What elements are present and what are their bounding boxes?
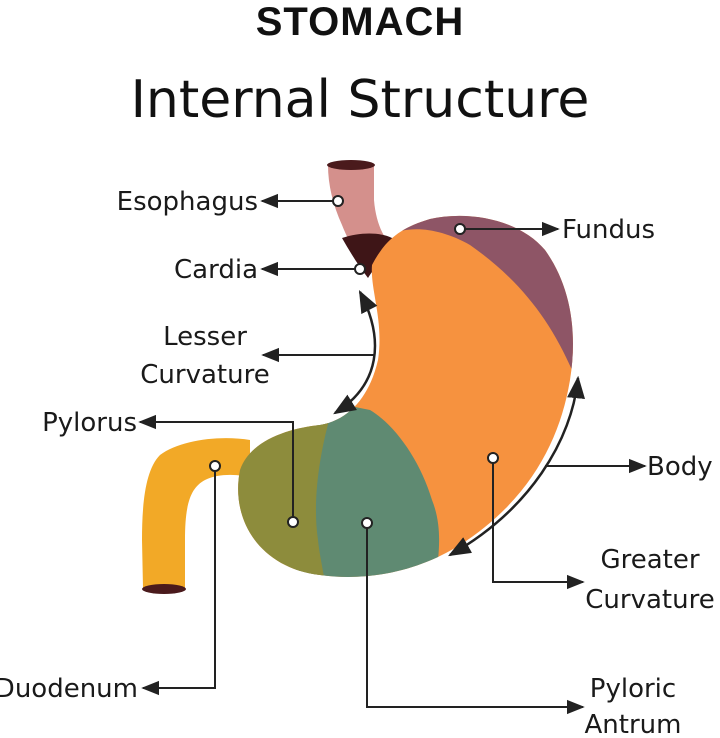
label-pyloric-antrum-1: Pyloric [590, 674, 676, 704]
label-pyloric-antrum-2: Antrum [585, 710, 682, 738]
antrum-region [290, 400, 440, 577]
lesser-curvature-arrow [333, 290, 378, 415]
label-greater-curvature-1: Greater [600, 545, 699, 575]
label-body: Body [647, 452, 713, 482]
pylorus-dot [287, 516, 299, 528]
pylorus-leader [138, 414, 294, 522]
diagram-subtitle: Internal Structure [130, 70, 590, 130]
pylorus-region [238, 400, 332, 577]
label-esophagus: Esophagus [117, 187, 258, 217]
label-greater-curvature-2: Curvature [585, 585, 714, 615]
label-cardia: Cardia [174, 255, 258, 285]
esophagus-opening [327, 160, 375, 170]
duodenum-opening [142, 584, 186, 594]
pyloric-antrum-dot [361, 517, 373, 529]
cardia-shape [342, 233, 395, 278]
diagram-title: STOMACH [255, 0, 465, 44]
label-fundus: Fundus [562, 215, 655, 245]
label-duodenum: Duodenum [0, 674, 138, 704]
cardia-dot [354, 263, 366, 275]
greater-curvature-leader [492, 458, 585, 590]
greater-curvature-arrow [448, 375, 585, 557]
duodenum-dot [209, 460, 221, 472]
esophagus-dot [332, 195, 344, 207]
label-lesser-curvature-1: Lesser [163, 322, 247, 352]
pyloric-antrum-leader [366, 523, 585, 715]
duodenum-leader [141, 466, 216, 696]
duodenum-shape [142, 438, 250, 590]
label-pylorus: Pylorus [42, 408, 137, 438]
body-dot [487, 452, 499, 464]
fundus-dot [454, 223, 466, 235]
label-lesser-curvature-2: Curvature [140, 360, 269, 390]
